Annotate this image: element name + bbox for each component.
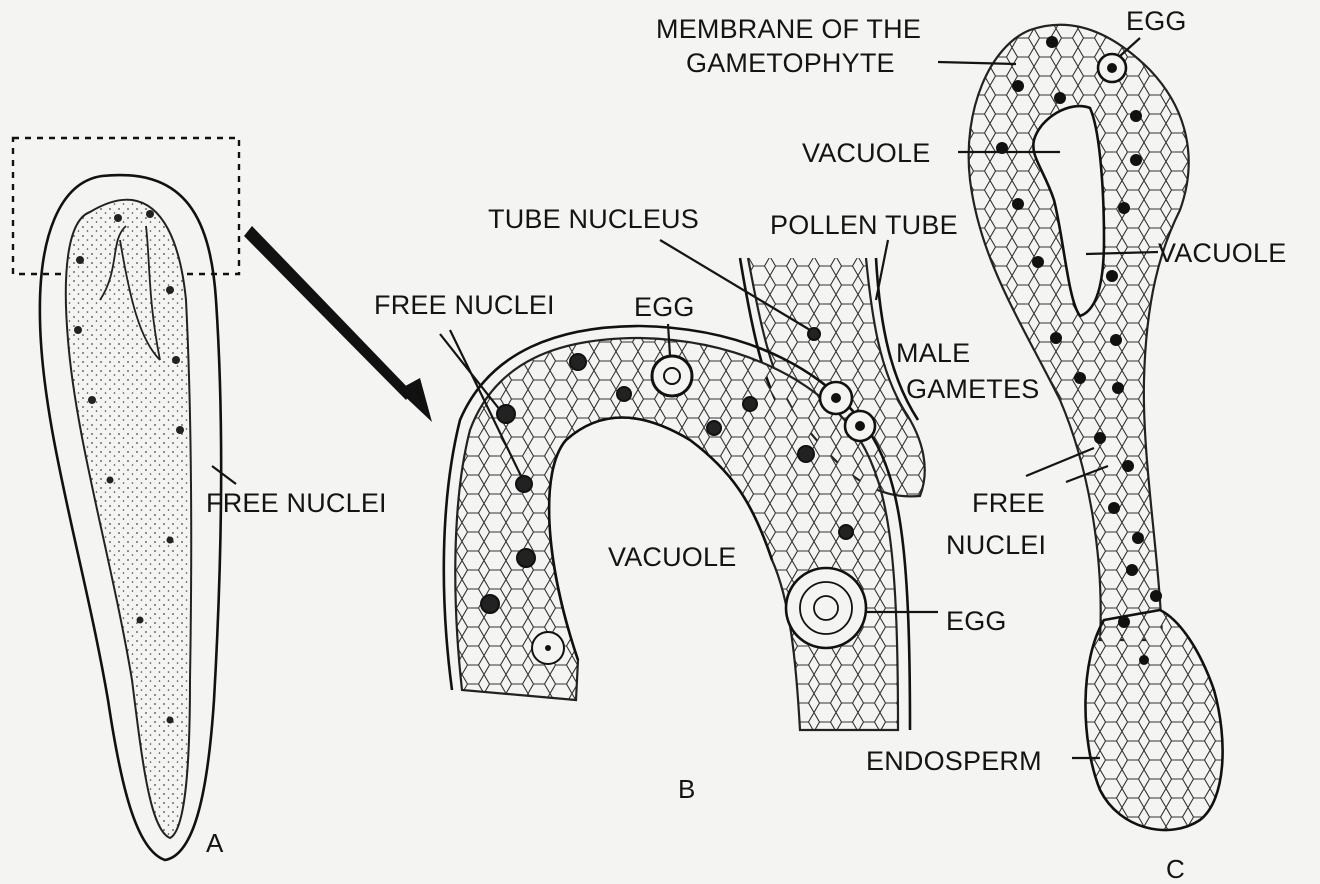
label-b-tube-nucleus: TUBE NUCLEUS [488, 204, 699, 234]
panel-label-b: B [678, 774, 695, 804]
label-b-vacuole: VACUOLE [608, 542, 736, 572]
egg-c [1098, 54, 1126, 82]
label-c-endosperm: ENDOSPERM [866, 746, 1042, 776]
label-c-free-nuclei-2: NUCLEI [946, 530, 1046, 560]
label-a-free-nuclei: FREE NUCLEI [206, 488, 387, 518]
egg-b-top [652, 356, 692, 396]
label-b-egg-bottom: EGG [946, 606, 1007, 636]
panel-a: FREE NUCLEI A [13, 138, 387, 860]
endosperm [1085, 610, 1222, 830]
egg-b-bottom [786, 568, 866, 648]
label-b-male-gametes-2: GAMETES [906, 374, 1039, 404]
label-c-membrane-2: GAMETOPHYTE [686, 48, 895, 78]
label-c-vacuole-2: VACUOLE [1158, 238, 1286, 268]
label-c-vacuole-1: VACUOLE [802, 138, 930, 168]
label-b-male-gametes-1: MALE [896, 338, 970, 368]
label-b-free-nuclei: FREE NUCLEI [374, 290, 555, 320]
label-c-egg: EGG [1126, 6, 1187, 36]
panel-label-c: C [1166, 854, 1185, 884]
enlargement-arrow [244, 226, 432, 422]
panel-b: FREE NUCLEI EGG TUBE NUCLEUS POLLEN TUBE… [374, 204, 1039, 804]
leader-a-free-nuclei [212, 466, 236, 484]
label-b-egg-top: EGG [634, 292, 695, 322]
label-b-pollen-tube: POLLEN TUBE [770, 210, 958, 240]
female-gametophyte [66, 200, 191, 838]
panel-label-a: A [206, 828, 224, 858]
label-c-free-nuclei-1: FREE [972, 488, 1045, 518]
label-c-membrane-1: MEMBRANE OF THE [656, 14, 921, 44]
